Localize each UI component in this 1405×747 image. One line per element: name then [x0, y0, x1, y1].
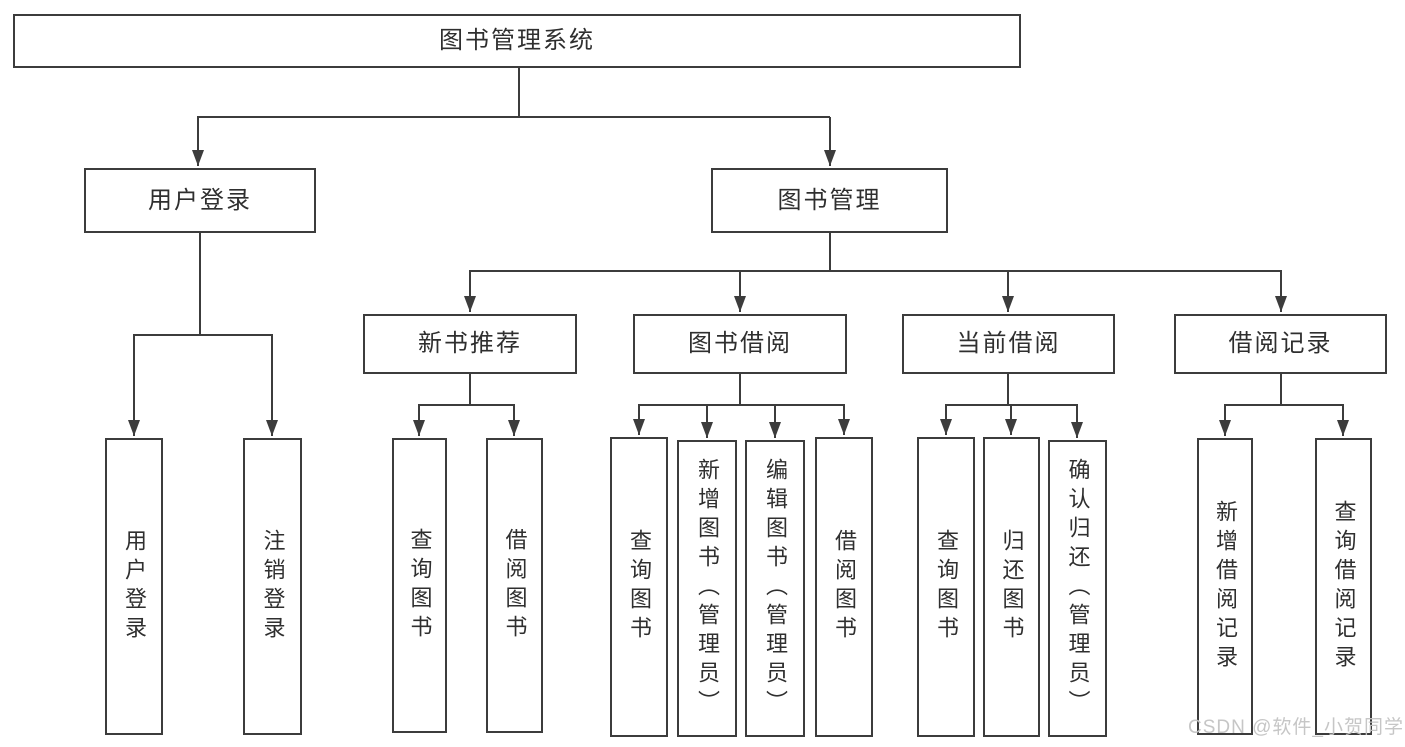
- leaf-recommend-query-book-label: 查询图书: [407, 527, 433, 644]
- leaf-current-query-book-label: 查询图书: [934, 529, 959, 645]
- node-current-borrowing: 当前借阅: [902, 314, 1115, 374]
- node-current-borrowing-label: 当前借阅: [956, 330, 1061, 357]
- leaf-current-return-book: 归还图书: [983, 437, 1040, 737]
- leaf-records-add-record: 新增借阅记录: [1197, 438, 1253, 735]
- node-book-borrowing: 图书借阅: [633, 314, 847, 374]
- node-book-management: 图书管理: [711, 168, 948, 233]
- leaf-borrowing-borrow-book-label: 借阅图书: [832, 529, 857, 645]
- node-new-book-recommend: 新书推荐: [363, 314, 577, 374]
- leaf-borrowing-edit-book-admin: 编辑图书（管理员）: [745, 440, 805, 737]
- node-user-login-label: 用户登录: [148, 186, 252, 214]
- leaf-borrowing-add-book-admin: 新增图书（管理员）: [677, 440, 737, 737]
- leaf-recommend-borrow-book-label: 借阅图书: [502, 527, 528, 644]
- leaf-borrowing-borrow-book: 借阅图书: [815, 437, 873, 737]
- leaf-borrowing-query-book: 查询图书: [610, 437, 668, 737]
- leaf-borrowing-add-book-admin-label: 新增图书（管理员）: [695, 458, 720, 719]
- node-library-system-label: 图书管理系统: [439, 27, 595, 54]
- leaf-recommend-borrow-book: 借阅图书: [486, 438, 543, 733]
- node-borrowing-records: 借阅记录: [1174, 314, 1387, 374]
- node-new-book-recommend-label: 新书推荐: [418, 330, 522, 357]
- node-user-login: 用户登录: [84, 168, 316, 233]
- node-book-borrowing-label: 图书借阅: [688, 330, 792, 357]
- leaf-records-query-record-label: 查询借阅记录: [1331, 499, 1357, 674]
- leaf-records-add-record-label: 新增借阅记录: [1213, 499, 1238, 674]
- node-book-management-label: 图书管理: [777, 186, 882, 214]
- leaf-current-query-book: 查询图书: [917, 437, 975, 737]
- leaf-logout-label: 注销登录: [260, 528, 286, 645]
- leaf-records-query-record: 查询借阅记录: [1315, 438, 1372, 735]
- leaf-borrowing-edit-book-admin-label: 编辑图书（管理员）: [763, 458, 788, 719]
- node-borrowing-records-label: 借阅记录: [1228, 330, 1333, 357]
- leaf-current-confirm-return-admin: 确认归还（管理员）: [1048, 440, 1107, 737]
- leaf-recommend-query-book: 查询图书: [392, 438, 447, 733]
- leaf-logout: 注销登录: [243, 438, 302, 735]
- csdn-watermark: CSDN @软件_小贺同学: [1188, 717, 1404, 738]
- leaf-current-return-book-label: 归还图书: [999, 529, 1025, 645]
- node-library-system: 图书管理系统: [13, 14, 1021, 68]
- leaf-borrowing-query-book-label: 查询图书: [627, 529, 652, 645]
- leaf-user-login-label: 用户登录: [122, 528, 147, 645]
- leaf-user-login: 用户登录: [105, 438, 163, 735]
- leaf-current-confirm-return-admin-label: 确认归还（管理员）: [1065, 458, 1091, 719]
